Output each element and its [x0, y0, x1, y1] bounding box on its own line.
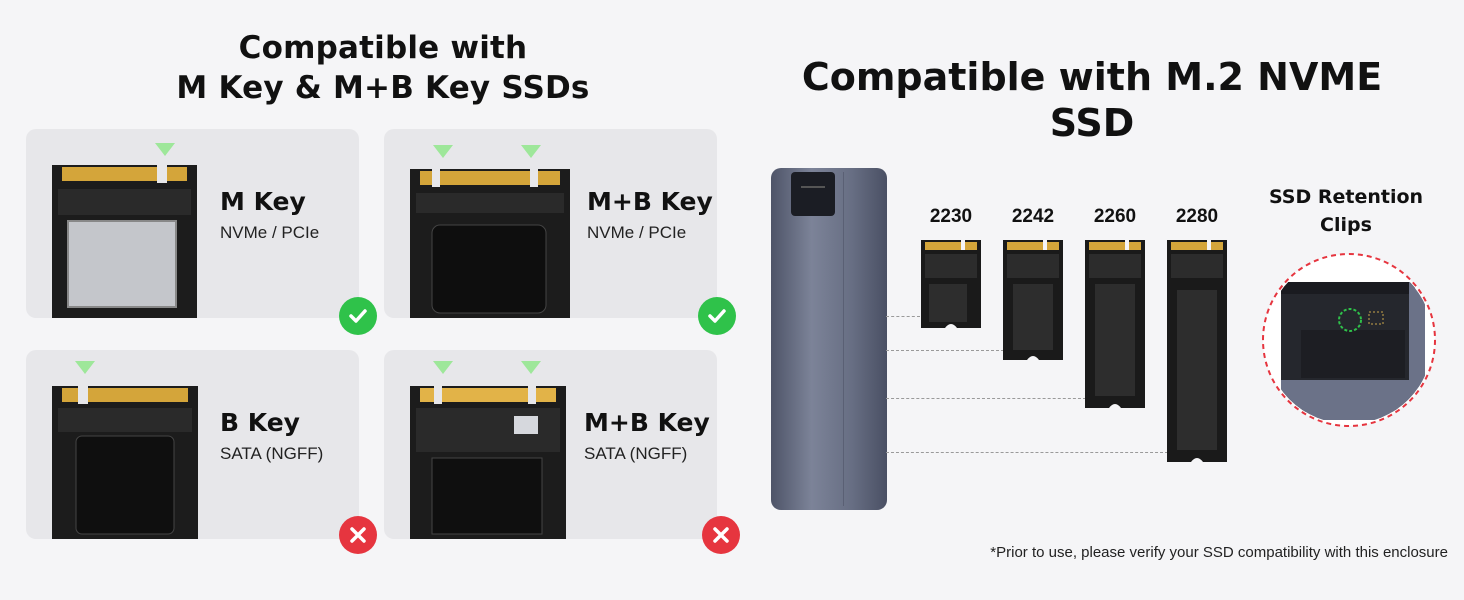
ssd-2260-image — [1085, 240, 1145, 408]
left-heading: Compatible with M Key & M+B Key SSDs — [0, 28, 766, 108]
notch-marker-icon — [433, 361, 453, 374]
size-label-2230: 2230 — [929, 206, 973, 227]
ssd-mb-key-nvme-image — [410, 169, 570, 318]
retention-clips-closeup — [1262, 253, 1436, 427]
retention-label-line2: Clips — [1320, 214, 1372, 236]
notch-marker-icon — [433, 145, 453, 158]
compatibility-footnote: *Prior to use, please verify your SSD co… — [990, 544, 1448, 561]
notch-marker-icon — [155, 143, 175, 156]
ssd-2242-image — [1003, 240, 1063, 360]
notch-marker-icon — [521, 361, 541, 374]
ssd-m-key-image — [52, 165, 197, 318]
notch-marker-icon — [75, 361, 95, 374]
left-heading-line1: Compatible with — [238, 30, 528, 66]
size-label-2242: 2242 — [1011, 206, 1055, 227]
retention-label-line1: SSD Retention — [1268, 186, 1424, 208]
card-title: M+B Key — [584, 408, 710, 437]
card-subtitle: NVMe / PCIe — [220, 223, 320, 242]
x-circle-icon — [702, 516, 740, 554]
check-circle-icon — [339, 297, 377, 335]
right-heading: Compatible with M.2 NVME SSD — [801, 55, 1383, 145]
card-title: B Key — [220, 408, 300, 437]
guide-line — [886, 316, 920, 317]
card-mb-key-nvme: M+B Key NVMe / PCIe — [384, 129, 717, 318]
retention-clips-label: SSD Retention Clips — [1258, 183, 1434, 239]
ssd-mb-key-sata-image — [410, 386, 566, 539]
x-circle-icon — [339, 516, 377, 554]
card-b-key-sata: B Key SATA (NGFF) — [26, 350, 359, 539]
check-circle-icon — [698, 297, 736, 335]
size-label-2260: 2260 — [1093, 206, 1137, 227]
card-subtitle: NVMe / PCIe — [587, 223, 687, 242]
card-title: M Key — [220, 187, 306, 216]
guide-line — [886, 350, 1004, 351]
enclosure-image — [771, 168, 887, 510]
left-heading-line2: M Key & M+B Key SSDs — [176, 70, 590, 106]
ssd-b-key-image — [52, 386, 198, 539]
guide-line — [886, 398, 1086, 399]
card-subtitle: SATA (NGFF) — [220, 444, 324, 463]
ssd-2280-image — [1167, 240, 1227, 462]
card-title: M+B Key — [587, 187, 713, 216]
card-subtitle: SATA (NGFF) — [584, 444, 688, 463]
card-m-key-nvme: M Key NVMe / PCIe — [26, 129, 359, 318]
guide-line — [886, 452, 1168, 453]
ssd-2230-image — [921, 240, 981, 328]
notch-marker-icon — [521, 145, 541, 158]
card-mb-key-sata: M+B Key SATA (NGFF) — [384, 350, 717, 539]
size-label-2280: 2280 — [1175, 206, 1219, 227]
